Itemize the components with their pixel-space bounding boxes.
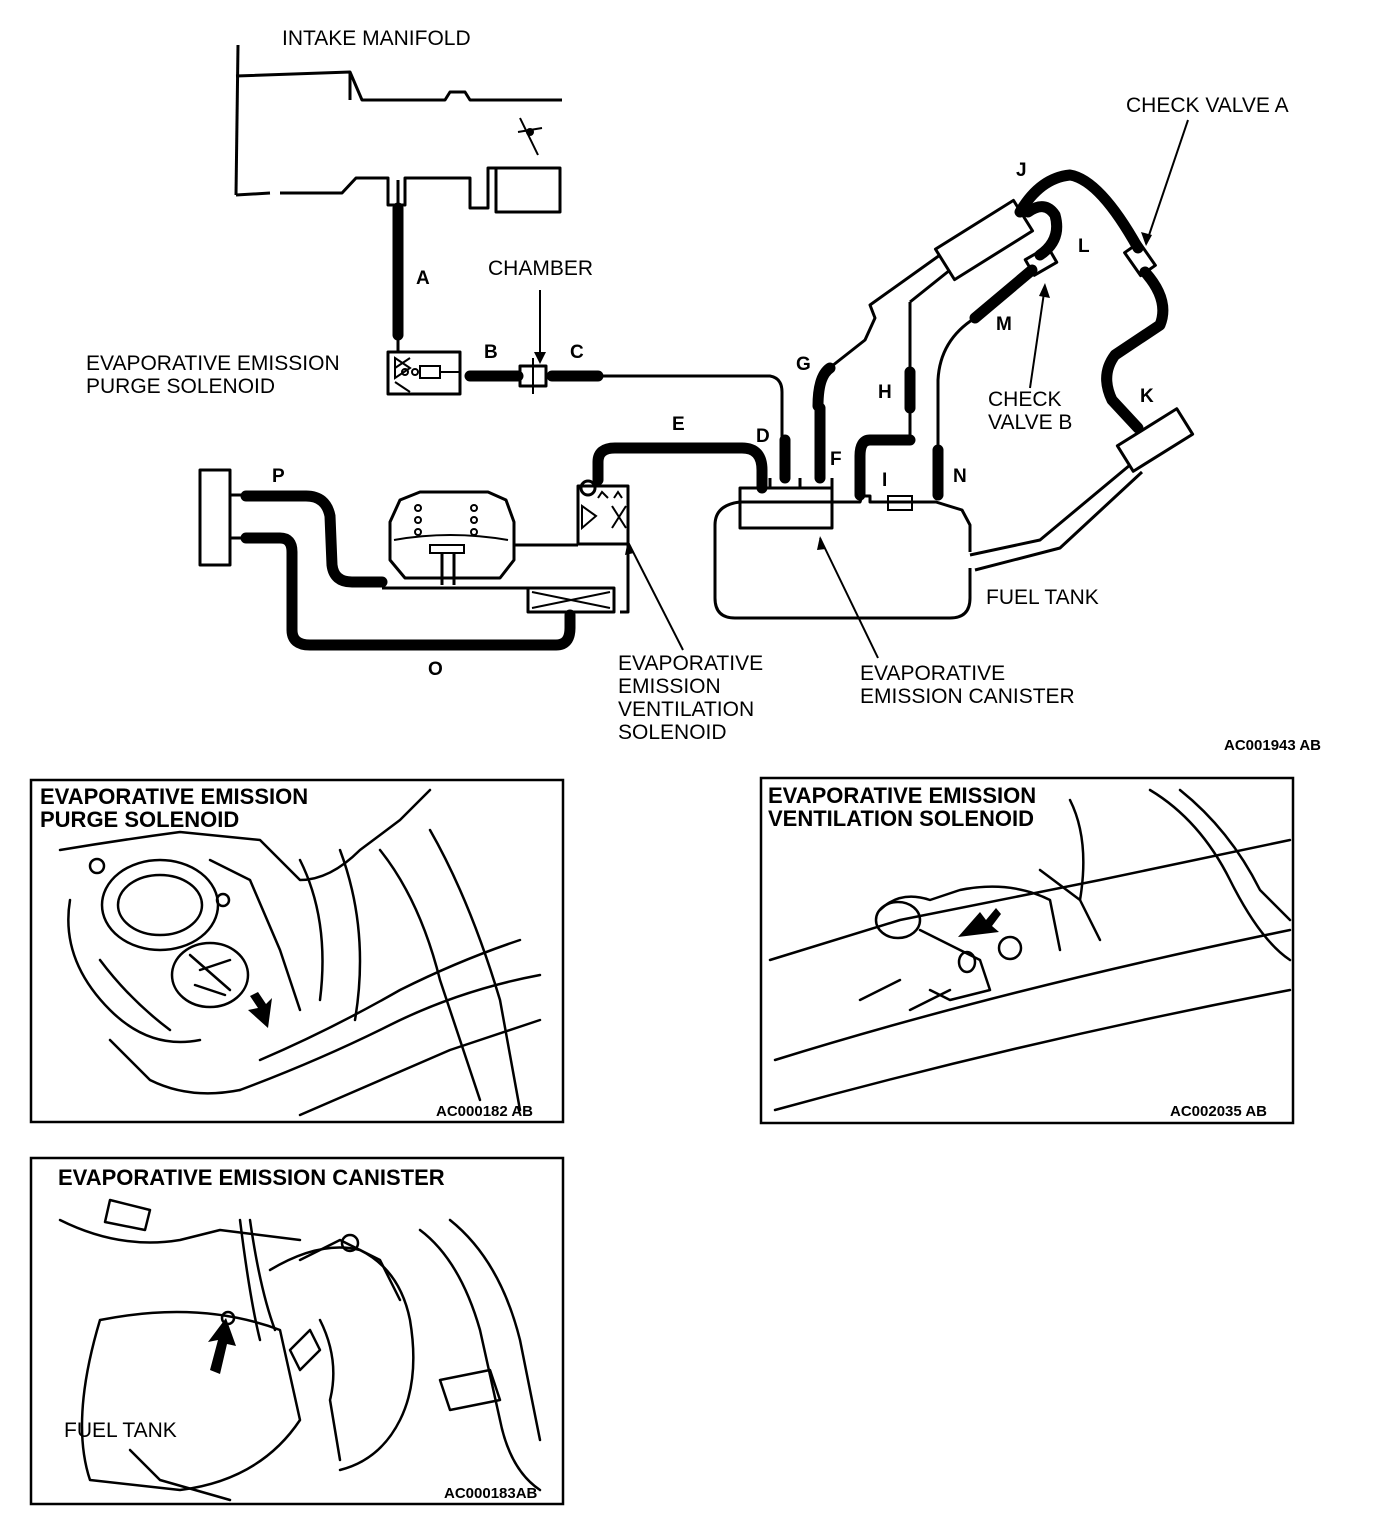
hose-g (812, 362, 836, 412)
photo2-title-1: EVAPORATIVE EMISSION (768, 783, 1036, 808)
canister-leader (819, 537, 879, 659)
photo3-code: AC000183AB (444, 1485, 538, 1502)
intake-manifold (234, 44, 562, 214)
hose-letter-p: P (272, 466, 285, 487)
photo1-title-2: PURGE SOLENOID (40, 807, 239, 832)
engine-sketch-1 (58, 788, 542, 1117)
photo-ventilation-solenoid: EVAPORATIVE EMISSION VENTILATION SOLENOI… (759, 776, 1295, 1125)
photo3-fuel-tank-label: FUEL TANK (64, 1419, 177, 1442)
photo-canister: EVAPORATIVE EMISSION CANISTER FUEL TANK … (29, 1156, 565, 1506)
hose-o (240, 532, 576, 651)
hose-letter-m: M (996, 314, 1012, 335)
check-valve-a-label: CHECK VALVE A (1126, 94, 1289, 117)
arrow-icon (208, 1318, 236, 1374)
hose-k (1101, 266, 1169, 434)
photo1-code: AC000182 AB (436, 1103, 533, 1120)
hose-letter-j: J (1016, 160, 1027, 181)
chamber-label: CHAMBER (488, 257, 593, 280)
hose-letter-l: L (1078, 236, 1090, 257)
hose-letter-o: O (428, 659, 443, 680)
underbody-sketch (768, 788, 1292, 1112)
ventilation-solenoid (576, 479, 630, 546)
check-valve-b-label-2: VALVE B (988, 411, 1072, 434)
valve-box (526, 586, 616, 614)
hose-letter-f: F (830, 449, 842, 470)
hose-l (1022, 201, 1063, 261)
canister-label-1: EVAPORATIVE (860, 662, 1005, 685)
ventilation-solenoid-leader (627, 541, 684, 651)
hose-letter-c: C (570, 342, 584, 363)
arrow-icon (958, 908, 1001, 937)
hose-letter-n: N (953, 466, 967, 487)
purge-solenoid-label-2: PURGE SOLENOID (86, 375, 275, 398)
hose-letter-e: E (672, 414, 685, 435)
separator-tank (388, 490, 516, 585)
hose-e (592, 442, 768, 494)
fuel-tank (713, 478, 972, 620)
photo3-title: EVAPORATIVE EMISSION CANISTER (58, 1165, 445, 1190)
check-valve-b-label-1: CHECK (988, 388, 1062, 411)
photo2-title-2: VENTILATION SOLENOID (768, 806, 1034, 831)
hose-letter-d: D (756, 426, 770, 447)
photo2-code: AC002035 AB (1170, 1103, 1267, 1120)
tank-sketch (58, 1198, 542, 1502)
vent-solenoid-label-1: EVAPORATIVE (618, 652, 763, 675)
vent-solenoid-label-3: VENTILATION (618, 698, 754, 721)
check-valve-b-leader (1029, 285, 1046, 389)
hose-j (1014, 169, 1144, 254)
schematic-diagram: INTAKE MANIFOLD CHAMBER CHECK VALVE A EV… (86, 27, 1321, 754)
check-valve-a-leader (1145, 119, 1189, 245)
diagram-figure-code: AC001943 AB (1224, 737, 1321, 754)
air-filter-box (198, 468, 245, 567)
vent-solenoid-label-2: EMISSION (618, 675, 721, 698)
purge-solenoid (386, 350, 462, 396)
hose-letter-k: K (1140, 386, 1154, 407)
photo1-title-1: EVAPORATIVE EMISSION (40, 784, 308, 809)
hose-letter-i: I (882, 470, 887, 491)
purge-solenoid-label-1: EVAPORATIVE EMISSION (86, 352, 340, 375)
filler-neck (969, 407, 1195, 572)
fuel-tank-label: FUEL TANK (986, 586, 1099, 609)
intake-manifold-label: INTAKE MANIFOLD (282, 27, 471, 50)
hose-letter-h: H (878, 382, 892, 403)
hose-i-pipe (854, 434, 916, 501)
hose-letter-b: B (484, 342, 498, 363)
hose-m (969, 264, 1038, 324)
chamber (518, 358, 548, 394)
canister-label-2: EMISSION CANISTER (860, 685, 1075, 708)
hose-p (240, 490, 388, 588)
arrow-icon (248, 992, 272, 1028)
photo-purge-solenoid: EVAPORATIVE EMISSION PURGE SOLENOID AC00… (29, 778, 565, 1124)
vent-solenoid-label-4: SOLENOID (618, 721, 727, 744)
hose-letter-g: G (796, 354, 811, 375)
hose-letter-a: A (416, 268, 430, 289)
